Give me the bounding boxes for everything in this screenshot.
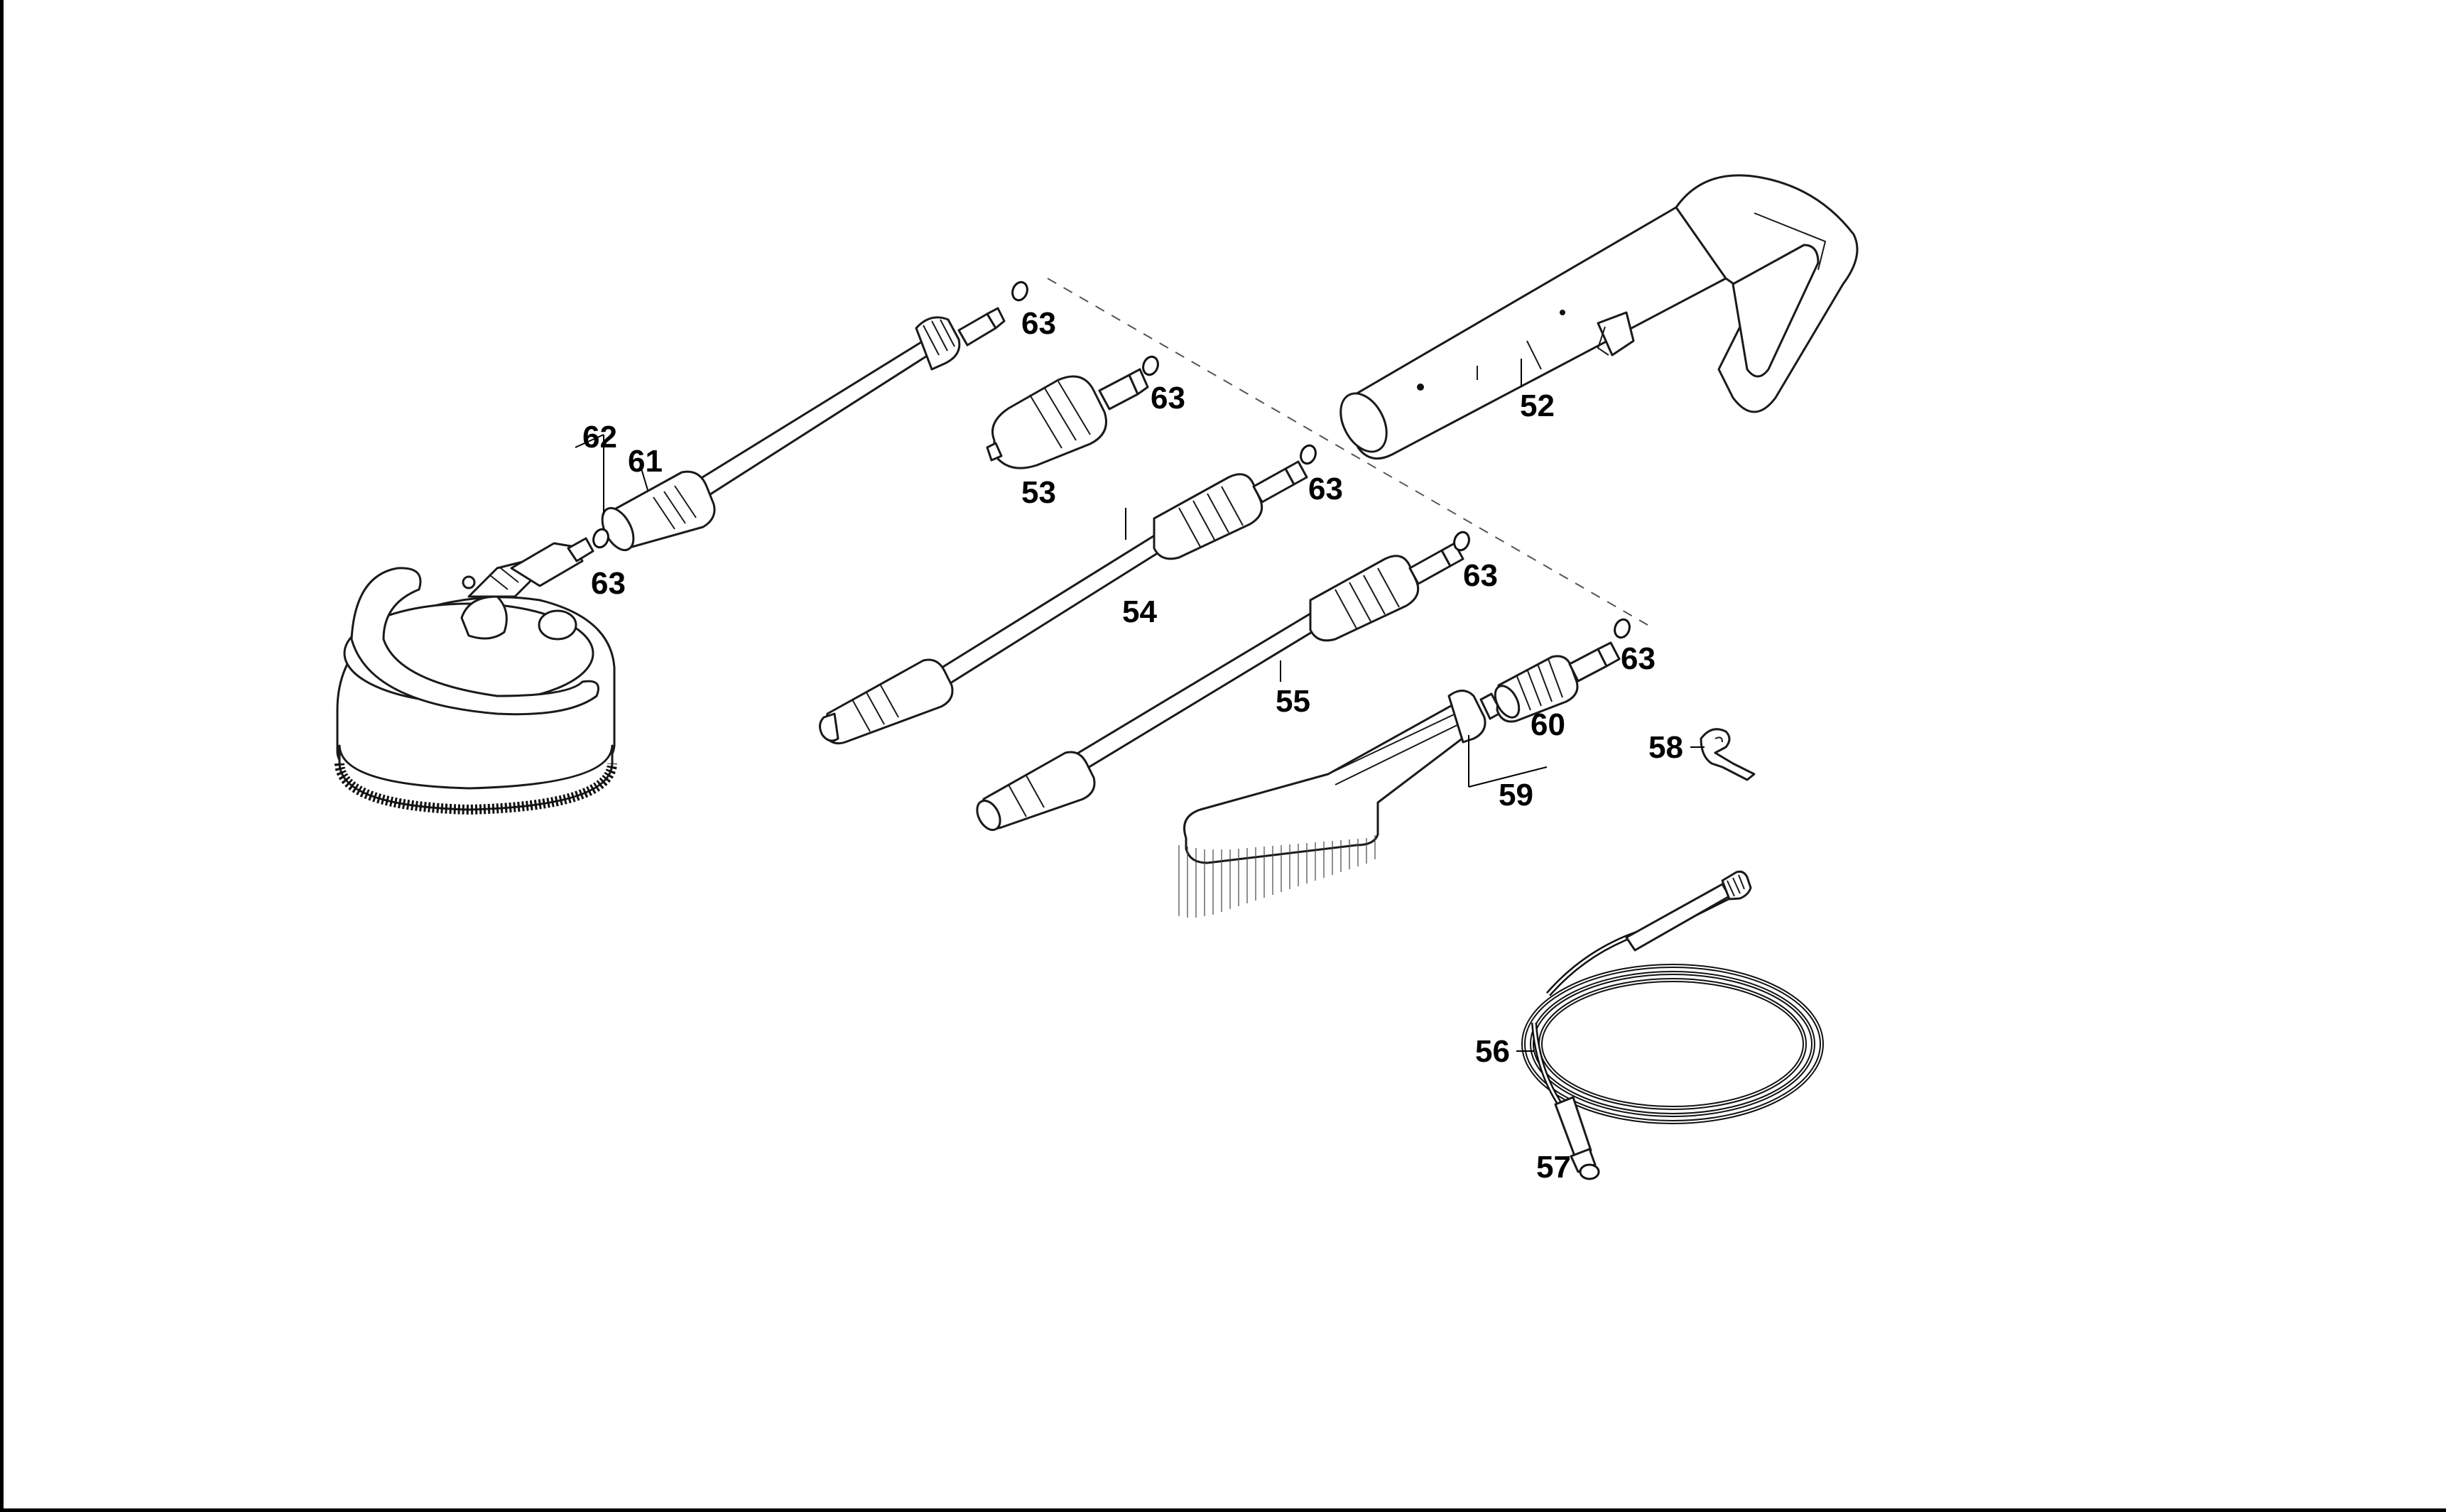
part-54-vario-lance <box>819 460 1308 745</box>
part-52-trigger-gun <box>1339 174 1859 460</box>
label-62: 62 <box>582 420 617 455</box>
part-61-surface-cleaner-lance <box>601 307 1006 551</box>
label-58: 58 <box>1648 730 1683 765</box>
label-57: 57 <box>1536 1150 1571 1185</box>
label-52: 52 <box>1520 388 1555 423</box>
part-57-o-ring <box>1579 1163 1600 1180</box>
label-63-b: 63 <box>1151 381 1185 415</box>
label-63-a: 63 <box>1021 306 1056 341</box>
part-63-o-rings <box>592 281 1631 639</box>
label-63-e: 63 <box>1463 558 1498 593</box>
part-60-adapter <box>1494 641 1621 723</box>
label-56: 56 <box>1475 1034 1510 1069</box>
alignment-dashed-line <box>1047 278 1648 626</box>
label-63-f: 63 <box>1621 641 1656 676</box>
label-55: 55 <box>1276 684 1310 719</box>
wash-brush-bristles <box>1178 835 1376 918</box>
label-54: 54 <box>1122 594 1157 629</box>
label-60: 60 <box>1531 707 1565 742</box>
part-53-rotary-nozzle <box>986 368 1149 469</box>
leader-lines <box>575 359 1705 1052</box>
label-63-d: 63 <box>591 566 626 601</box>
part-58-clip <box>1700 728 1756 781</box>
surface-cleaner-head <box>335 537 617 815</box>
part-56-hose <box>1521 870 1824 1173</box>
part-59-wash-brush <box>1178 690 1503 918</box>
label-59: 59 <box>1499 778 1533 812</box>
label-63-c: 63 <box>1308 472 1343 506</box>
label-53: 53 <box>1021 475 1056 510</box>
part-55-turbo-lance <box>976 542 1464 832</box>
label-61: 61 <box>628 444 663 479</box>
